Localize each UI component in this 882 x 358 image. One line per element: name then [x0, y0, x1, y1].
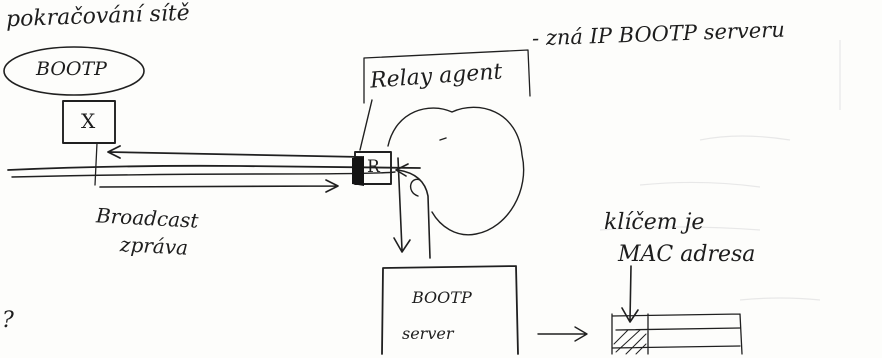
relay-to-server-arrow	[393, 157, 411, 253]
mac-table	[611, 313, 743, 355]
server-box	[381, 265, 519, 355]
key-label-line1: klíčem je	[604, 210, 705, 235]
server-to-relay-arrow	[395, 163, 431, 259]
broadcast-label-line2: zpráva	[119, 232, 189, 260]
client-box-label: X	[81, 109, 96, 133]
arrow-to-relay	[99, 179, 339, 193]
server-label-line2: server	[402, 324, 454, 343]
margin-question-mark: ?	[2, 308, 14, 333]
key-label-line2: MAC adresa	[618, 242, 756, 267]
arrow-to-key-cell	[621, 265, 639, 323]
network-line-lower	[11, 171, 396, 178]
bootp-client-label: BOOTP	[36, 58, 107, 80]
bootp-client-oval	[3, 46, 145, 96]
face-profile-doodle	[387, 106, 525, 236]
mac-key-cell-hatch	[613, 329, 647, 355]
client-drop-line	[94, 142, 98, 186]
arrow-to-table	[537, 326, 588, 342]
relay-box-label: R	[367, 157, 380, 177]
server-label-line1: BOOTP	[412, 288, 472, 307]
bleed-through-marks	[599, 40, 841, 301]
network-line-upper	[7, 164, 421, 171]
client-box	[62, 100, 116, 144]
arrow-to-client	[107, 145, 363, 159]
relay-black-tip	[352, 156, 364, 186]
broadcast-label-line1: Broadcast	[95, 203, 200, 233]
relay-pointer	[359, 99, 373, 151]
relay-label-frame	[363, 49, 531, 104]
